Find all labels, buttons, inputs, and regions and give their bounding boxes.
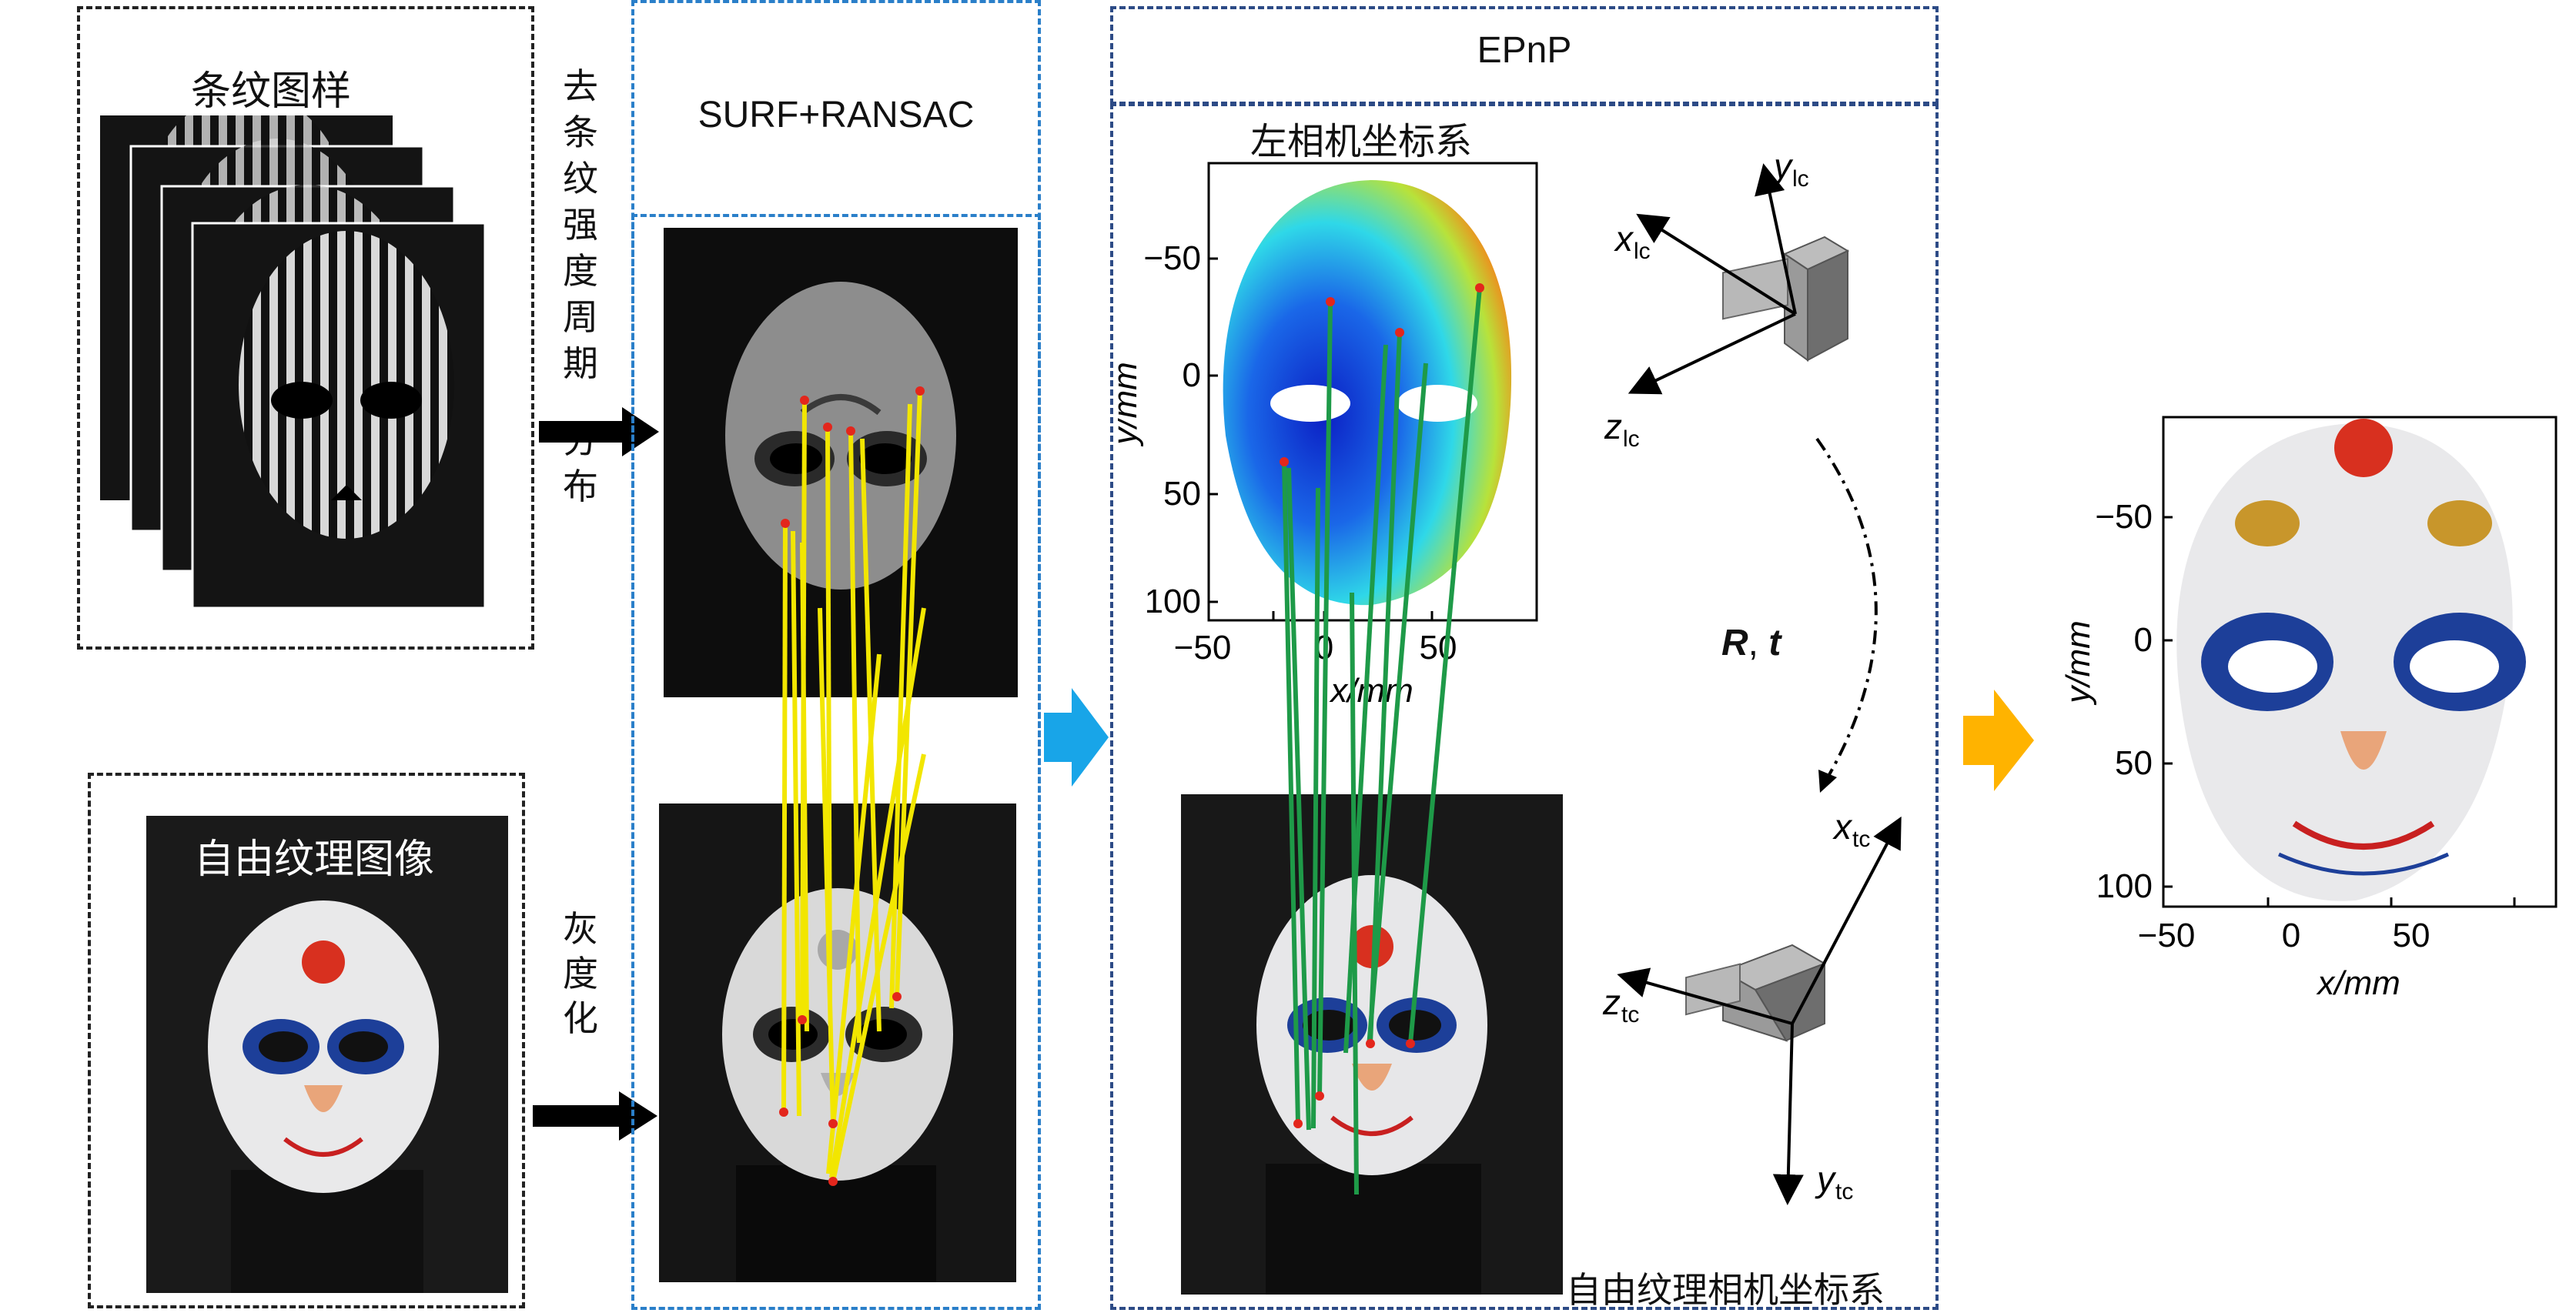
axis-x-tc-sub: tc: [1852, 827, 1870, 852]
match-line: [818, 607, 835, 1124]
left-camera-axes: y lc x lc z lc: [1604, 146, 1850, 452]
textured-mask: [2176, 419, 2526, 901]
match-point: [828, 1177, 838, 1186]
corr-line: [1350, 592, 1359, 1195]
axis-z-tc: z: [1602, 982, 1621, 1022]
corr-point: [1293, 1119, 1303, 1128]
corr-line: [1368, 332, 1402, 1044]
corr-line: [1367, 362, 1428, 1047]
texture-photo: [146, 816, 508, 1293]
corr-point: [1475, 283, 1484, 292]
result-xlabel: x/mm: [2316, 964, 2400, 1002]
black-arrow-bottom: [533, 1091, 657, 1141]
corr-line: [1408, 287, 1482, 1044]
depth-map-plot: −50 0 50 100 −50 0 50 x/mm y/mm: [1118, 162, 1538, 710]
corr-point: [1280, 457, 1289, 466]
result-xtick: −50: [2138, 917, 2196, 954]
depth-ytick: −50: [1143, 239, 1201, 277]
match-point: [779, 1108, 788, 1117]
result-xtick: 0: [2282, 917, 2300, 954]
depth-ytick: 0: [1183, 356, 1201, 394]
result-ytick: 100: [2096, 867, 2153, 905]
corr-point: [1395, 328, 1404, 337]
depth-xtick: −50: [1174, 629, 1232, 667]
axis-y-lc: y: [1771, 146, 1794, 186]
match-point: [892, 992, 902, 1001]
corr-point: [1366, 1039, 1375, 1048]
epnp-title: EPnP: [1477, 30, 1572, 71]
preprocess-label: 去 条 纹 强 度 周 期 分 布: [563, 65, 598, 507]
stripe-image-4: [191, 222, 487, 610]
match-line: [781, 523, 788, 1113]
match-line: [848, 430, 861, 1044]
match-point: [781, 519, 790, 528]
match-line: [791, 530, 801, 1117]
match-line: [826, 653, 882, 1174]
surf-ransac-inner-box: [631, 214, 1041, 1310]
match-point: [798, 1015, 807, 1024]
axis-x-lc: x: [1614, 219, 1634, 259]
texture-image-title: 自由纹理图像: [194, 837, 435, 883]
axis-y-tc-sub: tc: [1835, 1179, 1853, 1204]
blue-arrow: [1044, 688, 1109, 787]
corr-point: [1315, 1091, 1324, 1101]
match-line: [889, 403, 912, 1009]
corr-point: [1326, 297, 1335, 306]
corr-line: [1286, 467, 1311, 1131]
match-point: [800, 396, 809, 405]
corr-line: [1317, 301, 1333, 1097]
corr-line: [1311, 487, 1320, 1129]
left-camera-title: 左相机坐标系: [1250, 120, 1473, 163]
result-xtick: 50: [2393, 917, 2430, 954]
texture-camera-axes: x tc z tc y tc: [1602, 807, 1902, 1205]
result-ytick: −50: [2095, 498, 2153, 536]
result-ytick: 0: [2134, 621, 2153, 659]
surf-ransac-title: SURF+RANSAC: [698, 95, 975, 135]
left-camera-body: [1722, 236, 1850, 362]
match-point: [846, 426, 855, 436]
axis-z-tc-sub: tc: [1621, 1002, 1639, 1027]
match-point: [828, 1119, 838, 1128]
epnp-box: [1110, 103, 1939, 1310]
stripe-image-stack: [100, 115, 487, 610]
match-point: [823, 423, 832, 432]
axis-x-lc-sub: lc: [1634, 239, 1651, 264]
match-line: [829, 607, 926, 1178]
gray-mask-image-top: [664, 228, 1018, 697]
depth-ytick: 50: [1163, 475, 1201, 513]
depth-mask: [1223, 180, 1512, 606]
axis-x-tc: x: [1832, 807, 1853, 847]
axis-y-lc-sub: lc: [1792, 166, 1809, 192]
depth-ytick: 100: [1145, 583, 1201, 620]
axis-z-lc: z: [1604, 406, 1622, 446]
match-line: [831, 753, 926, 1182]
grayscale-label: 灰 度 化: [563, 908, 598, 1039]
rt-transform-arrow: [1815, 437, 1878, 793]
axis-y-tc: y: [1815, 1159, 1837, 1199]
stripe-pattern-title: 条纹图样: [191, 68, 352, 115]
depth-ylabel: y/mm: [1118, 362, 1144, 447]
result-ylabel: y/mm: [2059, 620, 2097, 706]
orange-arrow: [1963, 690, 2034, 791]
surf-match-lines: [779, 386, 926, 1186]
depth-xtick: 50: [1420, 629, 1457, 667]
match-point: [915, 386, 925, 396]
gray-texture-image-bottom: [659, 804, 1016, 1282]
axis-z-lc-sub: lc: [1623, 426, 1640, 452]
result-texture-plot: −50 0 50 100 −50 0 50 x/mm y/mm: [2059, 416, 2558, 1002]
corr-point: [1406, 1039, 1415, 1048]
free-camera-title: 自由纹理相机坐标系: [1566, 1269, 1885, 1311]
match-line: [800, 542, 809, 1032]
result-ytick: 50: [2115, 744, 2153, 782]
rt-label: R, t: [1721, 623, 1781, 663]
corr-line: [1282, 461, 1300, 1124]
stripe-pattern-box: [77, 6, 534, 650]
epnp-correspondence-lines: [1280, 283, 1484, 1195]
texture-image-box: [88, 773, 525, 1308]
texture-camera-body: [1685, 944, 1827, 1042]
